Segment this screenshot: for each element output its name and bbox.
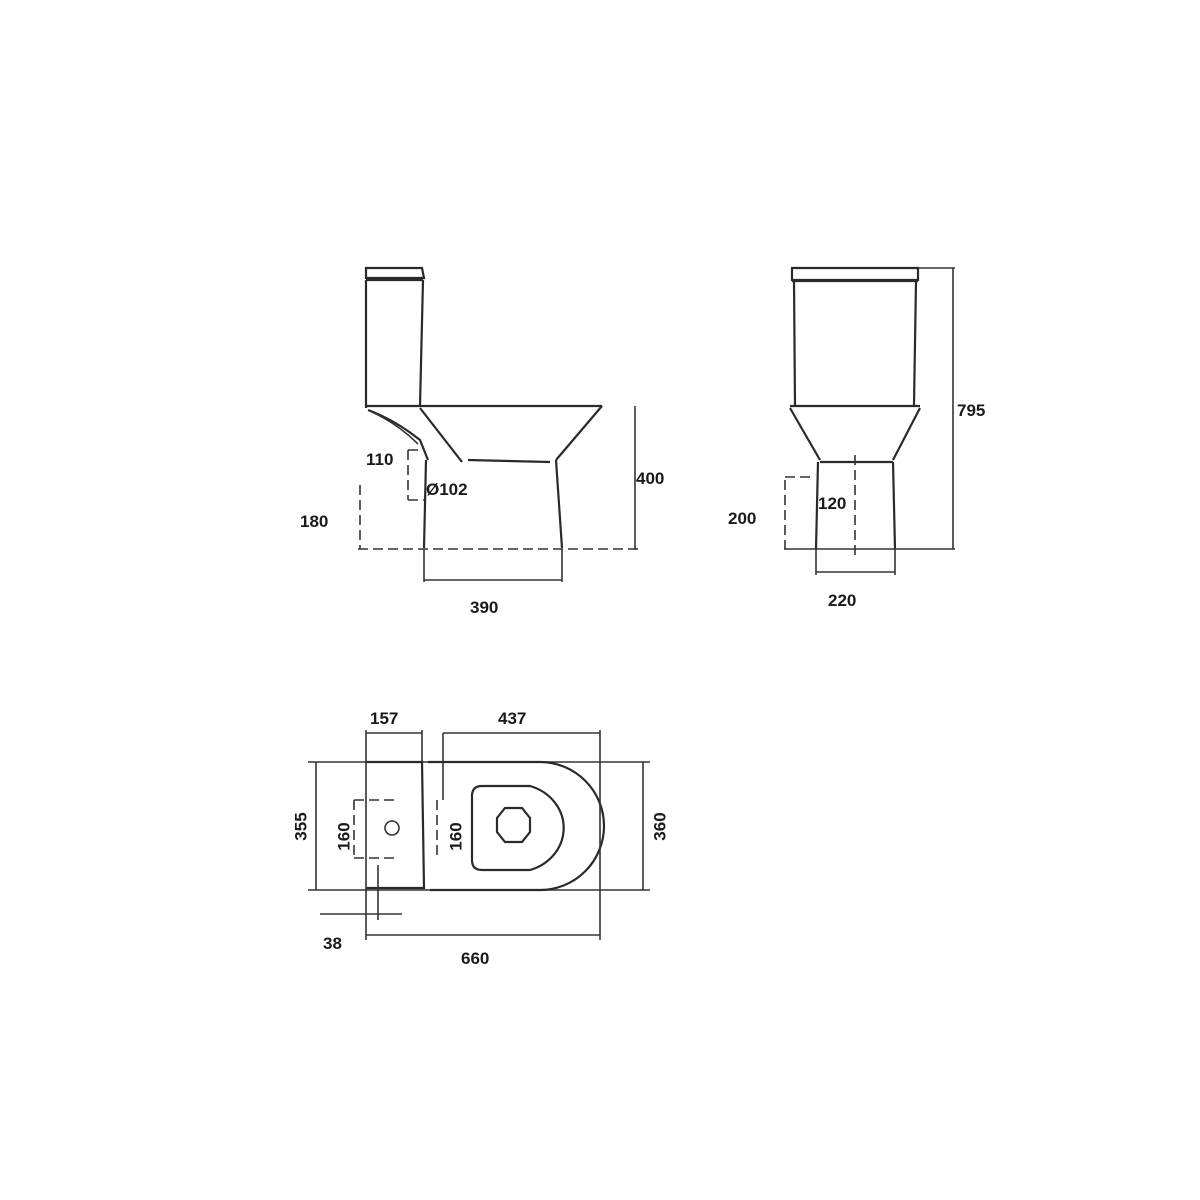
dim-200-label: 200 [728, 509, 757, 528]
dim-180-label: 180 [300, 512, 329, 531]
dim-355-label: 355 [291, 812, 311, 841]
dim-110-label: 110 [366, 450, 394, 469]
side-view [358, 266, 640, 582]
dim-160-right-label: 160 [446, 822, 466, 851]
dim-102-label: Ø102 [426, 480, 468, 499]
top-view [308, 730, 650, 940]
dim-160-left-label: 160 [334, 822, 354, 851]
dim-220-label: 220 [828, 591, 857, 610]
dim-400-label: 400 [636, 469, 665, 488]
dim-120-label: 120 [818, 494, 847, 513]
front-view [784, 266, 955, 575]
dim-38-label: 38 [323, 934, 342, 953]
dim-437-label: 437 [498, 709, 527, 728]
dim-660-label: 660 [461, 949, 490, 968]
dim-157-label: 157 [370, 709, 399, 728]
dim-360-label: 360 [650, 812, 670, 841]
dim-795-label: 795 [957, 401, 986, 420]
dim-390-label: 390 [470, 598, 499, 617]
